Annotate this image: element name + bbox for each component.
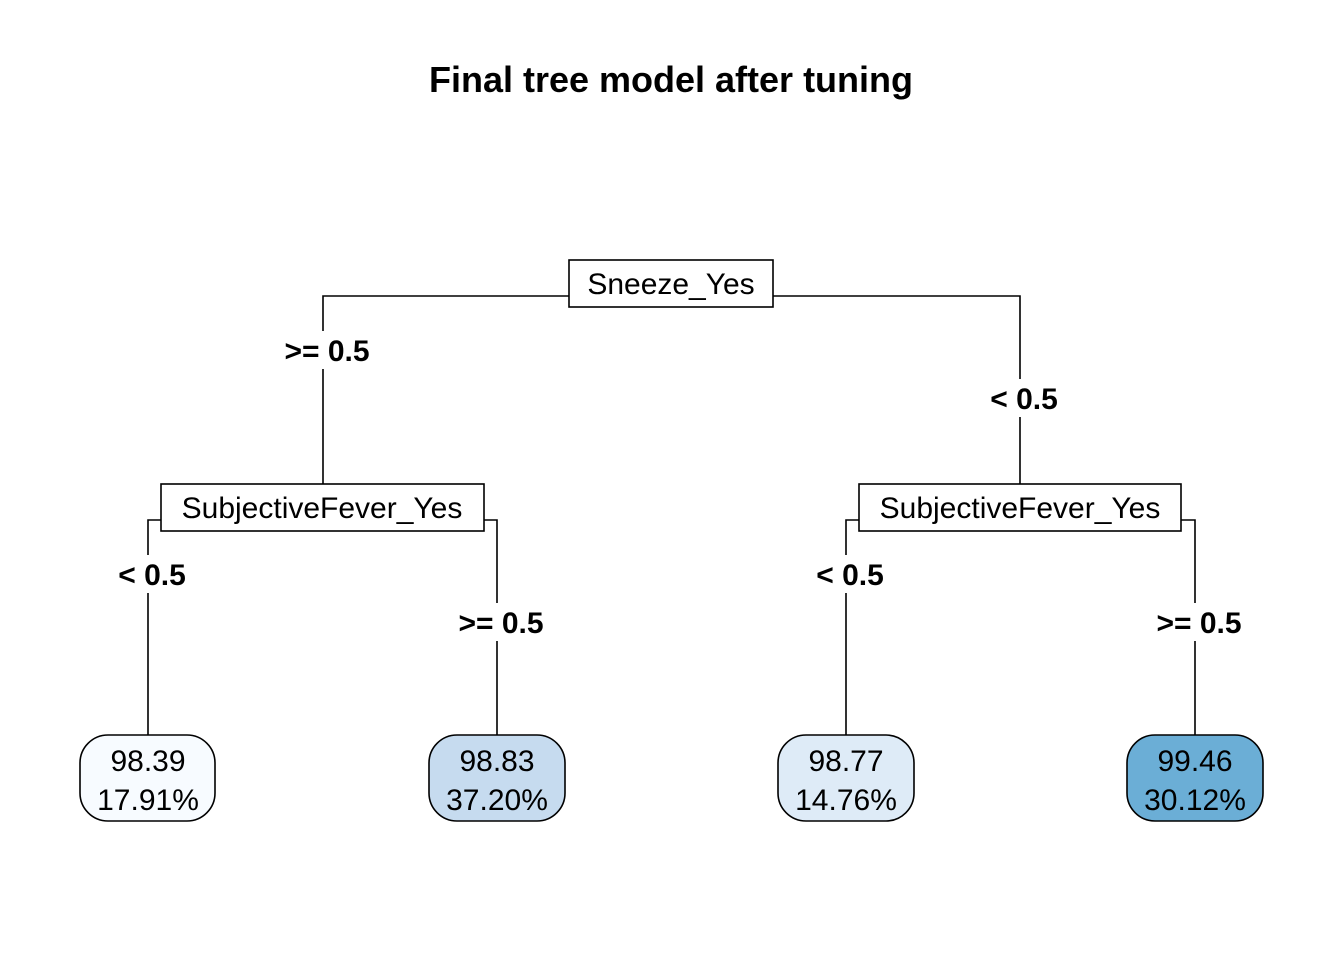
edge-label-right-child-right: >= 0.5: [1156, 607, 1241, 640]
left-split-node: SubjectiveFever_Yes: [160, 483, 485, 532]
leaf-node-1: 98.39 17.91%: [79, 734, 216, 822]
connector-left-leaf1: [147, 519, 161, 736]
edge-label-root-right: < 0.5: [990, 383, 1058, 416]
leaf-value-4: 99.46: [1157, 745, 1232, 778]
connector-left-leaf2: [484, 519, 498, 736]
edge-label-root-left: >= 0.5: [284, 335, 369, 368]
leaf-value-3: 98.77: [808, 745, 883, 778]
leaf-box-3: [777, 734, 915, 822]
leaf-percent-2: 37.20%: [446, 784, 548, 817]
root-split-label: Sneeze_Yes: [587, 268, 754, 301]
leaf-percent-4: 30.12%: [1144, 784, 1246, 817]
leaf-box-1: [79, 734, 216, 822]
right-split-label: SubjectiveFever_Yes: [880, 492, 1161, 525]
edge-label-backgrounds: [112, 331, 1250, 641]
connector-right-leaf4: [1181, 519, 1196, 736]
leaf-box-4: [1126, 734, 1264, 822]
leaf-percent-3: 14.76%: [795, 784, 897, 817]
right-split-node: SubjectiveFever_Yes: [858, 483, 1182, 532]
connector-root-left: [322, 295, 569, 484]
connectors: [147, 295, 1196, 736]
edge-labels: >= 0.5 < 0.5 < 0.5 >= 0.5 < 0.5 >= 0.5: [118, 335, 1241, 640]
leaf-percent-1: 17.91%: [97, 784, 199, 817]
left-split-label: SubjectiveFever_Yes: [182, 492, 463, 525]
edge-label-right-child-left: < 0.5: [816, 559, 884, 592]
diagram-title: Final tree model after tuning: [429, 59, 913, 100]
leaf-value-2: 98.83: [459, 745, 534, 778]
leaf-node-4: 99.46 30.12%: [1126, 734, 1264, 822]
leaf-node-3: 98.77 14.76%: [777, 734, 915, 822]
leaf-node-2: 98.83 37.20%: [428, 734, 566, 822]
leaf-value-1: 98.39: [110, 745, 185, 778]
root-split-node: Sneeze_Yes: [568, 259, 774, 308]
edge-label-left-child-right: >= 0.5: [458, 607, 543, 640]
leaf-box-2: [428, 734, 566, 822]
connector-right-leaf3: [845, 519, 859, 736]
connector-root-right: [773, 295, 1021, 484]
edge-label-left-child-left: < 0.5: [118, 559, 186, 592]
